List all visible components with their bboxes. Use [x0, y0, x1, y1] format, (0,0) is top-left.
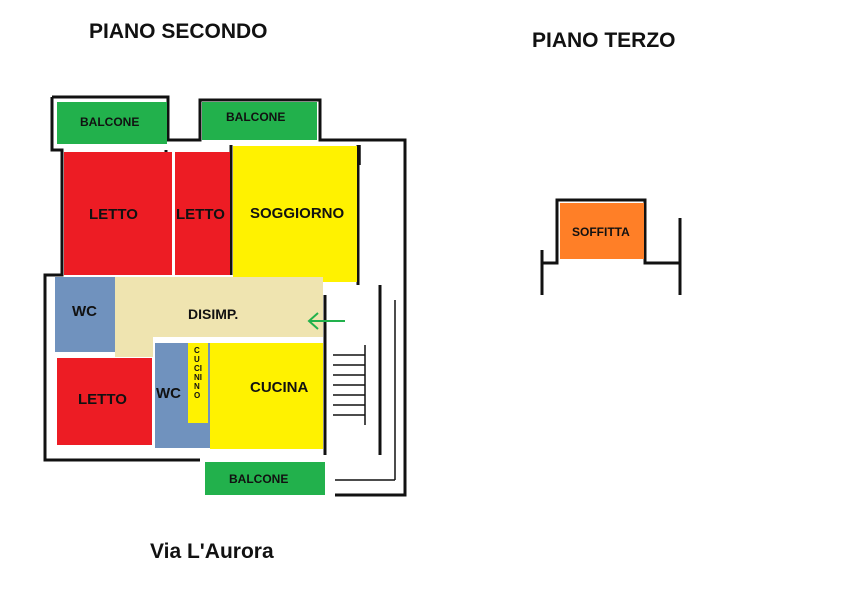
wc-left	[55, 277, 115, 352]
cucina	[210, 343, 323, 449]
letto-top-middle-label: LETTO	[176, 206, 225, 223]
street-label: Via L'Aurora	[150, 540, 274, 563]
wc-left-label: WC	[72, 303, 97, 320]
cucinino	[188, 343, 208, 423]
cucinino-label: CUCININO	[194, 346, 202, 400]
balcone-top-left-label: BALCONE	[80, 115, 140, 129]
disimpegno-label: DISIMP.	[188, 306, 239, 322]
cucina-label: CUCINA	[250, 379, 309, 396]
balcone-bottom	[205, 462, 325, 495]
disimpegno-ext	[115, 337, 153, 357]
balcone-top-left	[57, 102, 167, 144]
title-piano-terzo: PIANO TERZO	[532, 29, 676, 52]
balcone-top-right-label: BALCONE	[226, 110, 286, 124]
soffitta-label: SOFFITTA	[572, 225, 630, 239]
letto-top-left	[64, 152, 172, 275]
wc-bottom-label: WC	[156, 385, 181, 402]
balcone-bottom-label: BALCONE	[229, 472, 289, 486]
letto-top-middle	[175, 152, 230, 275]
balcone-top-right	[202, 102, 317, 140]
soggiorno-label: SOGGIORNO	[250, 205, 345, 222]
letto-top-left-label: LETTO	[89, 206, 138, 223]
title-piano-secondo: PIANO SECONDO	[89, 20, 268, 43]
letto-bottom	[57, 358, 152, 445]
letto-bottom-label: LETTO	[78, 391, 127, 408]
soffitta	[560, 203, 644, 259]
soggiorno	[233, 146, 357, 282]
disimpegno	[115, 277, 323, 337]
